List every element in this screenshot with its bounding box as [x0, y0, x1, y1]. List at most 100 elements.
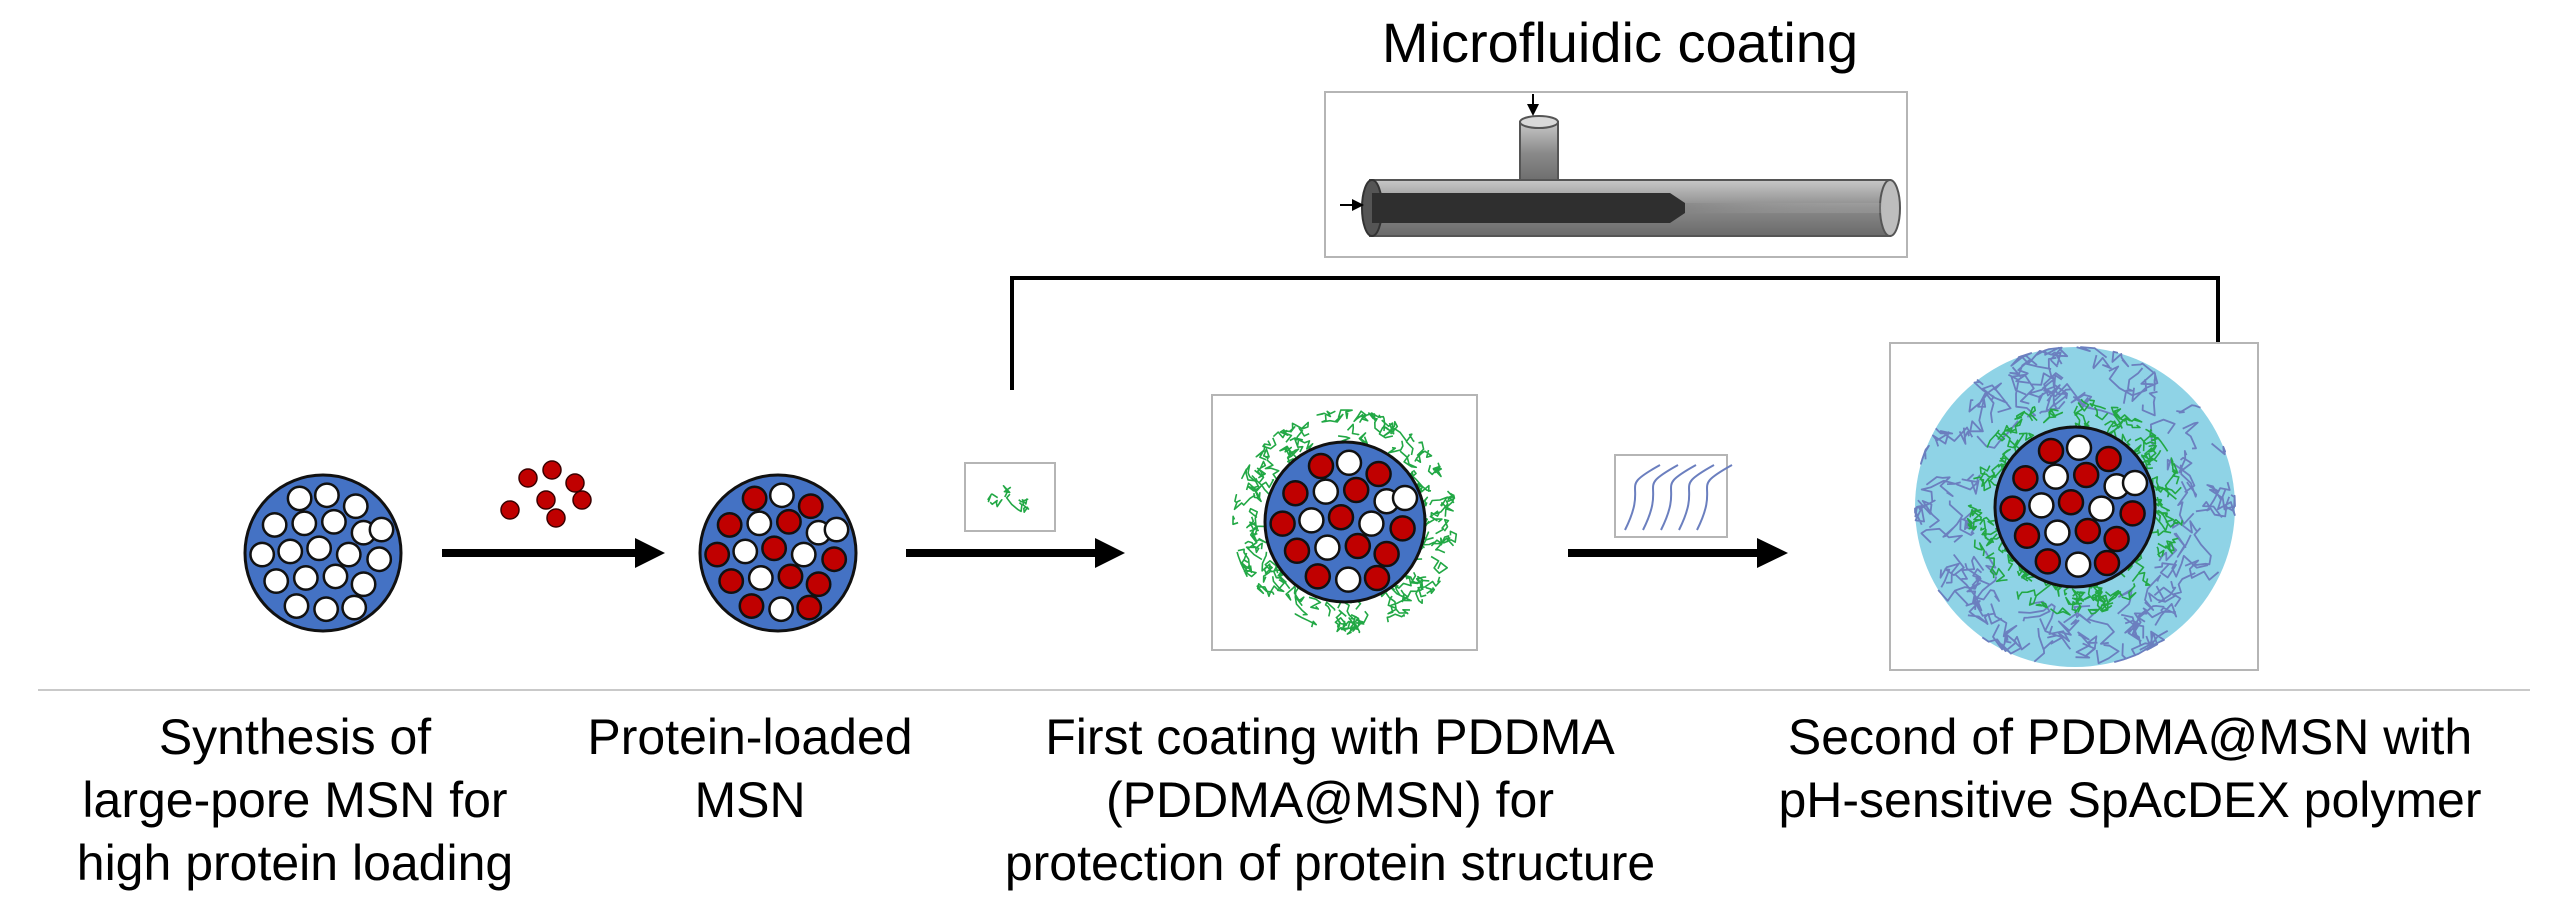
spacdex-msn-core: [1993, 425, 2157, 589]
empty-pore: [350, 571, 377, 598]
msn-protein-loaded-particle: [698, 473, 858, 633]
empty-pore: [2064, 551, 2092, 578]
protein-dot: [1365, 460, 1392, 488]
protein-dot: [1373, 540, 1400, 568]
empty-pore: [277, 538, 304, 565]
spacdex-strand: [1678, 464, 1715, 531]
protein-dot: [1389, 515, 1416, 542]
protein-dot: [1344, 532, 1372, 560]
protein-dot: [518, 468, 538, 488]
protein-dot: [2034, 548, 2062, 575]
protein-dot: [2119, 500, 2146, 527]
protein-dot: [1999, 495, 2026, 522]
spacdex-strand: [1696, 464, 1733, 531]
step-arrows: [442, 538, 1788, 568]
empty-pore: [1312, 478, 1340, 505]
protein-dot: [2013, 522, 2041, 550]
protein-dot: [536, 490, 556, 510]
empty-pore: [342, 493, 369, 520]
empty-pore: [249, 541, 276, 568]
protein-dot: [2037, 437, 2065, 465]
protein-dot: [2057, 488, 2085, 516]
empty-pore: [1391, 484, 1419, 512]
empty-pore: [306, 535, 333, 562]
empty-pore: [2088, 495, 2115, 522]
caption-step-2: Protein-loaded MSN: [587, 709, 913, 828]
protein-dot: [775, 508, 802, 535]
empty-pore: [823, 516, 850, 543]
empty-pore: [2028, 492, 2055, 519]
protein-dot: [821, 546, 848, 573]
empty-pore: [313, 482, 340, 509]
pddma-reagent-box: [964, 462, 1056, 532]
empty-pore: [1358, 510, 1385, 537]
caption-step-1: Synthesis of large-pore MSN for high pro…: [76, 709, 514, 891]
protein-dot: [1304, 563, 1332, 590]
spacdex-strand: [1660, 464, 1697, 531]
empty-pore: [341, 594, 368, 621]
protein-molecules-icon: [500, 460, 592, 528]
protein-dot: [1363, 564, 1391, 592]
protein-dot: [546, 508, 566, 528]
protein-dot: [716, 511, 743, 538]
empty-pore: [2044, 519, 2071, 546]
spacdex-polymer-icon: [1624, 464, 1733, 531]
protein-dot: [542, 460, 562, 480]
protein-dot: [777, 563, 804, 590]
empty-pore: [335, 541, 362, 568]
empty-pore: [747, 565, 774, 591]
empty-pore: [2065, 434, 2093, 462]
diagram-title: Microfluidic coating: [1381, 11, 1859, 74]
protein-dot: [1283, 537, 1311, 565]
empty-pore: [292, 565, 319, 591]
empty-pore: [1335, 449, 1363, 477]
empty-pore: [2042, 463, 2070, 490]
empty-pore: [368, 516, 395, 543]
empty-pore: [313, 596, 340, 623]
empty-pore: [732, 538, 759, 565]
empty-pore: [1298, 507, 1325, 534]
empty-pore: [790, 541, 817, 568]
empty-pore: [322, 563, 349, 590]
empty-pore: [366, 546, 393, 573]
empty-pore: [1314, 534, 1341, 561]
protein-dot: [572, 490, 592, 510]
caption-step-4: Second of PDDMA@MSN with pH-sensitive Sp…: [1778, 709, 2482, 828]
protein-dot: [2093, 549, 2121, 577]
spacdex-strand: [1642, 464, 1679, 531]
microfluidic-device-icon: [1324, 91, 1908, 258]
caption-step-3: First coating with PDDMA (PDDMA@MSN) for…: [1004, 709, 1656, 891]
protein-dot: [2074, 517, 2102, 545]
empty-pore: [263, 568, 290, 595]
coating-bracket: [1010, 276, 2220, 390]
msn-empty-particle: [243, 473, 403, 633]
protein-dot: [797, 493, 824, 520]
protein-dot: [1342, 476, 1370, 504]
empty-pore: [1334, 566, 1362, 593]
protein-dot: [565, 473, 585, 493]
spacdex-strand: [1624, 464, 1661, 531]
protein-dot: [741, 485, 768, 512]
protein-dot: [2072, 461, 2100, 489]
protein-dot: [2095, 445, 2122, 473]
protein-dot: [1282, 479, 1309, 507]
empty-pore: [320, 508, 347, 535]
empty-pore: [291, 510, 318, 537]
empty-pore: [286, 485, 313, 512]
protein-dot: [796, 594, 823, 621]
protein-dot: [1269, 510, 1296, 537]
empty-pore: [261, 511, 288, 538]
empty-pore: [746, 510, 773, 537]
protein-dot: [1307, 452, 1335, 480]
protein-dot: [500, 500, 520, 520]
empty-pore: [768, 596, 795, 623]
protein-dot: [761, 535, 788, 562]
pddma-polymer-icon: [987, 485, 1030, 513]
protein-dot: [1327, 503, 1355, 531]
empty-pore: [768, 482, 795, 509]
empty-pore: [2121, 469, 2149, 497]
protein-dot: [2103, 525, 2130, 553]
protein-dot: [738, 593, 765, 619]
protein-dot: [718, 568, 745, 595]
